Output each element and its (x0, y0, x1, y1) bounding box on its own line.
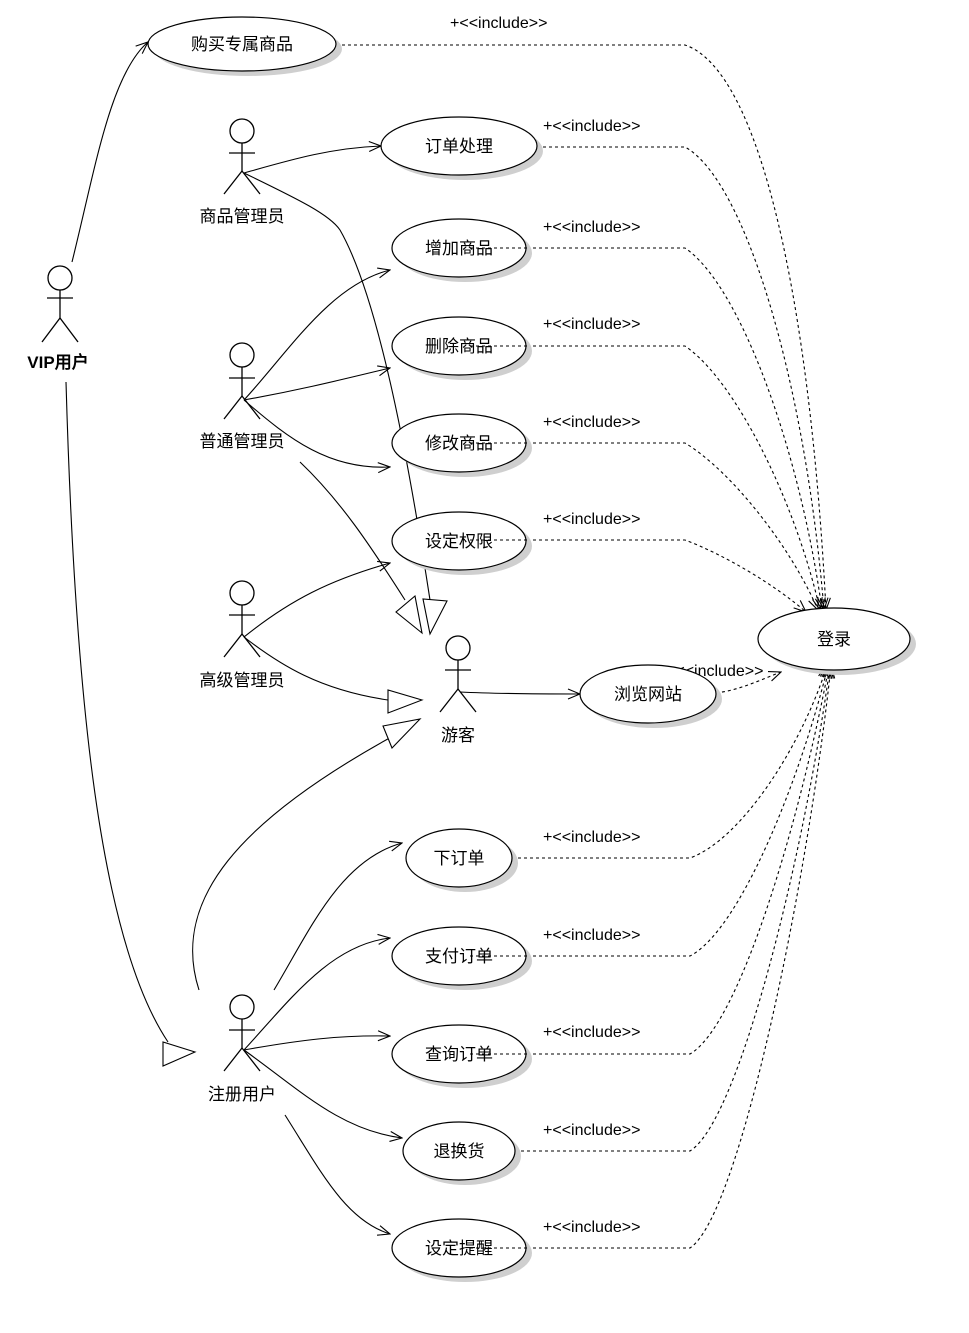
use-case-set-permissions[interactable]: 设定权限 (391, 511, 532, 575)
actor-label: 游客 (441, 726, 475, 746)
actor-vip[interactable]: VIP用户 (27, 265, 89, 372)
actor-product-admin[interactable]: 商品管理员 (200, 118, 285, 227)
include-dep-place-order (512, 666, 827, 859)
include-dep-query-order (527, 666, 829, 1055)
assoc-regular-admin-add-product (243, 270, 390, 401)
actor-regular-admin[interactable]: 普通管理员 (200, 342, 285, 452)
use-case-delete-product[interactable]: 删除商品 (391, 316, 532, 380)
include-label-modify-product: +<<include>> (543, 414, 640, 431)
use-case-label: 订单处理 (425, 137, 493, 157)
actor-guest[interactable]: 游客 (439, 635, 477, 746)
use-case-place-order[interactable]: 下订单 (405, 828, 518, 892)
use-case-label: 支付订单 (425, 947, 493, 967)
assoc-registered-query-order (243, 1036, 390, 1051)
assoc-regular-admin-delete-product (243, 368, 390, 401)
gen-senior-admin-guest-arrowhead (387, 689, 424, 714)
gen-product-admin-guest-arrowhead (422, 598, 448, 636)
include-label-set-permissions: +<<include>> (543, 511, 640, 528)
use-case-buy-exclusive[interactable]: 购买专属商品 (147, 16, 342, 76)
assoc-vip-buy-exclusive (71, 42, 148, 263)
include-dep-delete-product (527, 345, 820, 610)
use-case-label: 设定提醒 (425, 1239, 493, 1259)
actor-senior-admin[interactable]: 高级管理员 (200, 580, 285, 691)
include-dep-order-processing (537, 146, 824, 610)
include-dep-return-exchange (515, 666, 830, 1152)
assoc-registered-return-exchange (243, 1049, 402, 1138)
assoc-senior-admin-set-permissions (243, 563, 390, 638)
include-label-set-reminder: +<<include>> (543, 1219, 640, 1236)
use-case-add-product[interactable]: 增加商品 (391, 218, 532, 282)
gen-vip-registered-line (65, 381, 169, 1043)
assoc-guest-browse-site (459, 692, 580, 694)
gen-product-admin-guest-line (243, 172, 431, 601)
use-case-modify-product[interactable]: 修改商品 (391, 413, 532, 477)
gen-regular-admin-guest-line (299, 461, 406, 601)
actor-label: 高级管理员 (200, 671, 285, 691)
include-dep-set-reminder (527, 666, 831, 1249)
gen-registered-guest-line (192, 734, 396, 991)
include-dep-buy-exclusive (336, 44, 826, 610)
use-case-label: 浏览网站 (614, 685, 682, 705)
associations (71, 42, 580, 1234)
include-label-return-exchange: +<<include>> (543, 1122, 640, 1139)
use-case-label: 增加商品 (425, 239, 493, 259)
include-labels: +<<include>> +<<include>> +<<include>> +… (450, 15, 763, 1236)
gen-senior-admin-guest-line (243, 636, 389, 701)
assoc-regular-admin-modify-product (243, 399, 390, 467)
use-case-query-order[interactable]: 查询订单 (391, 1024, 532, 1088)
use-case-order-processing[interactable]: 订单处理 (380, 116, 543, 180)
include-label-place-order: +<<include>> (543, 829, 640, 846)
gen-regular-admin-guest-arrowhead (395, 594, 423, 635)
actor-label: 普通管理员 (200, 432, 285, 452)
generalizations (65, 172, 448, 1067)
actor-label: 商品管理员 (200, 207, 285, 227)
include-label-buy-exclusive: +<<include>> (450, 15, 547, 32)
use-case-label: 查询订单 (425, 1045, 493, 1065)
include-dep-add-product (527, 247, 822, 610)
actor-label: VIP用户 (27, 352, 88, 372)
include-dep-set-permissions (527, 539, 806, 612)
use-case-return-exchange[interactable]: 退换货 (402, 1121, 521, 1185)
gen-vip-registered-arrowhead (162, 1041, 197, 1067)
include-dep-browse-site (715, 672, 781, 694)
use-case-login[interactable]: 登录 (757, 607, 916, 675)
use-case-label: 修改商品 (425, 434, 493, 454)
include-label-order-processing: +<<include>> (543, 118, 640, 135)
actor-registered[interactable]: 注册用户 (208, 994, 276, 1105)
include-dep-modify-product (527, 442, 818, 610)
use-case-pay-order[interactable]: 支付订单 (391, 926, 532, 990)
use-case-label: 登录 (817, 630, 851, 650)
assoc-product-admin-order-processing (243, 146, 381, 174)
use-case-label: 下订单 (434, 849, 485, 869)
include-label-delete-product: +<<include>> (543, 316, 640, 333)
include-label-pay-order: +<<include>> (543, 927, 640, 944)
assoc-registered-place-order (273, 843, 402, 991)
include-label-query-order: +<<include>> (543, 1024, 640, 1041)
use-case-label: 设定权限 (425, 532, 493, 552)
include-dependencies (336, 44, 831, 1249)
use-case-label: 购买专属商品 (191, 35, 293, 55)
gen-registered-guest-arrowhead (382, 718, 422, 749)
include-overlap-segments (470, 247, 527, 1249)
assoc-registered-pay-order (243, 938, 390, 1051)
include-label-add-product: +<<include>> (543, 219, 640, 236)
assoc-registered-set-reminder (284, 1114, 390, 1234)
use-case-label: 删除商品 (425, 337, 493, 357)
use-case-set-reminder[interactable]: 设定提醒 (391, 1218, 532, 1282)
use-case-browse-site[interactable]: 浏览网站 (579, 664, 722, 728)
use-case-label: 退换货 (434, 1142, 485, 1162)
actor-label: 注册用户 (208, 1085, 276, 1105)
